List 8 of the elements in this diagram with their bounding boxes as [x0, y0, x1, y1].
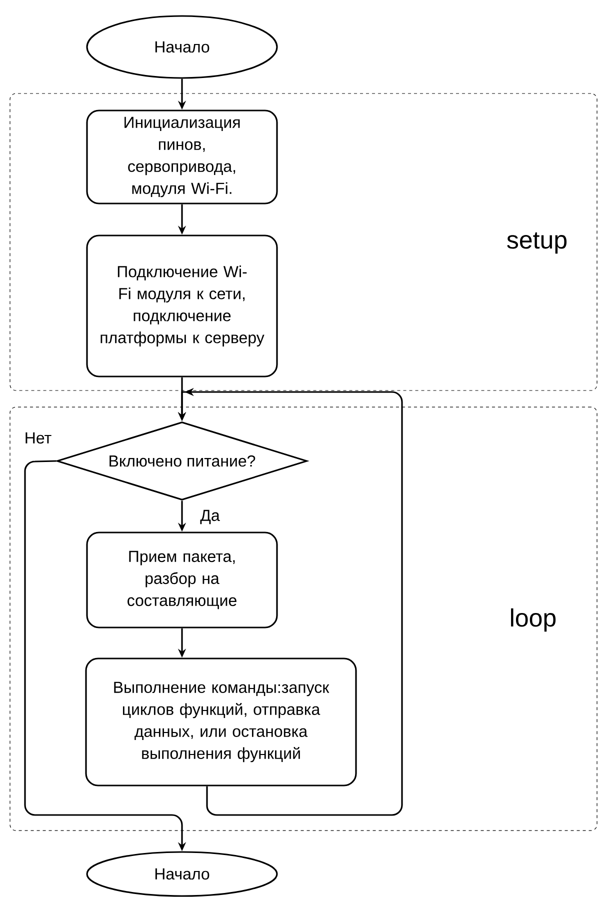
edge-label: Да: [199, 508, 221, 526]
process-box: Прием пакета, разбор на составляющие: [86, 532, 278, 628]
group-label: setup: [507, 232, 567, 254]
process-box: Инициализация пинов, сервопривода, модуля Wi-Fi.: [86, 110, 278, 204]
group-label: loop: [511, 608, 556, 632]
edge-label: Нет: [23, 431, 53, 445]
process-box: Выполнение команды:запуск циклов функций, отправка данных, или остановка выполнения функций: [85, 658, 357, 786]
process-box: Подключение Wi-Fi модуля к сети, подключение платформы к серверу: [86, 234, 278, 378]
